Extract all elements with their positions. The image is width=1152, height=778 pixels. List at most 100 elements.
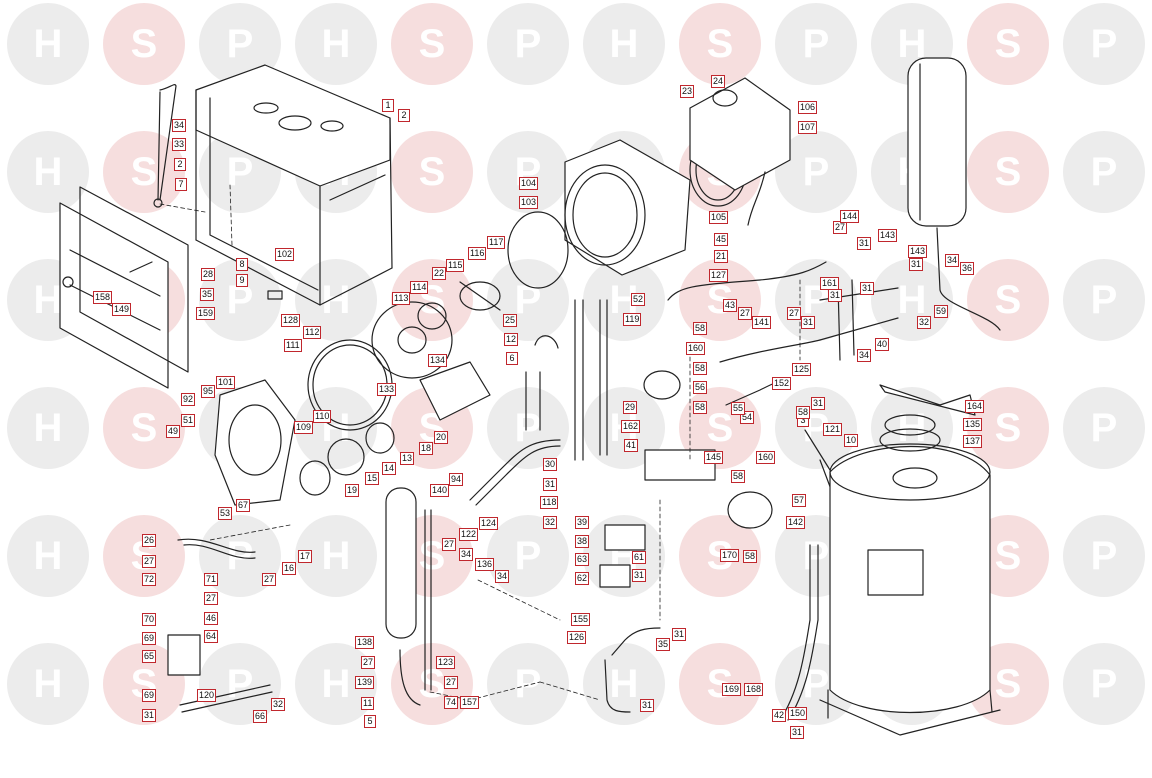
- part-label: 162: [621, 420, 641, 433]
- part-label: 12: [504, 333, 519, 346]
- part-label: 149: [112, 303, 132, 316]
- part-label: 115: [446, 259, 465, 272]
- part-label: 61: [632, 551, 647, 564]
- watermark-circle: [199, 643, 281, 725]
- part-label: 138: [355, 636, 375, 649]
- part-label: 160: [756, 451, 776, 464]
- part-label: 2: [398, 109, 410, 122]
- watermark-circle: [7, 3, 89, 85]
- part-label: 140: [430, 484, 450, 497]
- watermark-letter: H: [322, 662, 351, 706]
- watermark-circle: [391, 3, 473, 85]
- watermark-letter: H: [322, 22, 351, 66]
- part-label: 109: [294, 421, 314, 434]
- watermark-circle: [103, 131, 185, 213]
- part-label: 34: [857, 349, 872, 362]
- watermark-circle: [871, 259, 953, 341]
- part-label: 18: [419, 442, 434, 455]
- watermark-letter: P: [1091, 406, 1118, 450]
- part-label: 25: [503, 314, 518, 327]
- watermark-letter: P: [803, 22, 830, 66]
- part-label: 19: [345, 484, 360, 497]
- watermark-circle: [295, 643, 377, 725]
- part-label: 42: [772, 709, 787, 722]
- assembly-guides: [159, 184, 801, 701]
- watermark-circle: [679, 259, 761, 341]
- pumps: [599, 370, 773, 588]
- part-label: 145: [704, 451, 724, 464]
- part-label: 26: [142, 534, 157, 547]
- watermark-letter: S: [419, 22, 446, 66]
- part-label: 120: [197, 689, 217, 702]
- watermark-letter: P: [1091, 150, 1118, 194]
- part-label: 10: [844, 434, 859, 447]
- part-label: 35: [656, 638, 671, 651]
- part-label: 38: [575, 535, 590, 548]
- part-label: 72: [142, 573, 157, 586]
- part-label: 105: [709, 211, 729, 224]
- part-label: 134: [428, 354, 448, 367]
- part-label: 58: [743, 550, 758, 563]
- part-label: 101: [216, 376, 236, 389]
- part-label: 95: [201, 385, 216, 398]
- part-label: 52: [631, 293, 646, 306]
- watermark-letter: S: [995, 406, 1022, 450]
- part-label: 35: [200, 288, 215, 301]
- watermark-circle: [967, 131, 1049, 213]
- watermark-letter: P: [1091, 278, 1118, 322]
- watermark-letter: P: [803, 534, 830, 578]
- watermark-circle: [103, 387, 185, 469]
- part-label: 164: [965, 400, 985, 413]
- part-label: 158: [93, 291, 113, 304]
- part-label: 92: [181, 393, 196, 406]
- part-label: 150: [788, 707, 808, 720]
- watermark-circle: [391, 259, 473, 341]
- part-label: 49: [166, 425, 181, 438]
- watermark-circle: [1063, 643, 1145, 725]
- watermark-letter: S: [707, 22, 734, 66]
- part-label: 27: [142, 555, 157, 568]
- expansion-vessel: [907, 57, 1001, 331]
- watermark-letter: H: [34, 406, 63, 450]
- watermark-letter: P: [515, 22, 542, 66]
- part-label: 114: [410, 281, 429, 294]
- part-label: 137: [963, 435, 983, 448]
- part-label: 6: [506, 352, 518, 365]
- part-label: 7: [175, 178, 187, 191]
- part-label: 2: [174, 158, 186, 171]
- part-label: 57: [792, 494, 807, 507]
- part-label: 43: [723, 299, 738, 312]
- part-label: 127: [709, 269, 729, 282]
- watermark-circle: [1063, 3, 1145, 85]
- watermark-circle: [967, 3, 1049, 85]
- part-label: 169: [722, 683, 742, 696]
- part-label: 24: [711, 75, 726, 88]
- part-label: 31: [811, 397, 826, 410]
- part-label: 31: [640, 699, 655, 712]
- part-label: 94: [449, 473, 464, 486]
- part-label: 69: [142, 632, 157, 645]
- part-label: 107: [798, 121, 818, 134]
- watermark-letter: S: [995, 22, 1022, 66]
- flue-hood: [689, 77, 791, 226]
- watermark-circle: [487, 131, 569, 213]
- part-label: 69: [142, 689, 157, 702]
- part-label: 31: [632, 569, 647, 582]
- watermark-circle: [391, 131, 473, 213]
- part-label: 152: [772, 377, 792, 390]
- part-label: 31: [543, 478, 558, 491]
- watermark-circle: [487, 643, 569, 725]
- part-label: 32: [917, 316, 932, 329]
- part-label: 59: [934, 305, 949, 318]
- part-label: 51: [181, 414, 196, 427]
- part-label: 110: [313, 410, 332, 423]
- part-label: 31: [790, 726, 805, 739]
- watermark-circle: [7, 387, 89, 469]
- part-label: 41: [624, 439, 639, 452]
- part-label: 34: [945, 254, 960, 267]
- watermark-letter: P: [515, 534, 542, 578]
- part-label: 112: [303, 326, 322, 339]
- part-label: 74: [444, 696, 459, 709]
- watermark-letter: S: [131, 150, 158, 194]
